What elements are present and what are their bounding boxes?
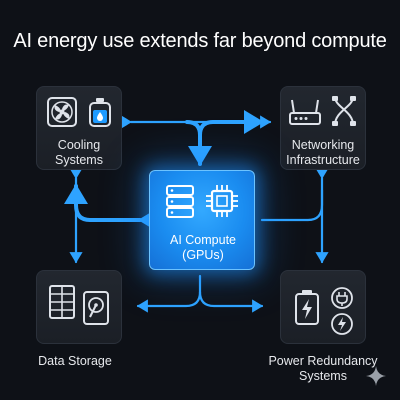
arrow-center-up-left	[185, 120, 202, 137]
networking-label-line1: Networking	[291, 138, 355, 152]
lightning-bolt-icon	[331, 313, 353, 335]
cooling-label-line2: Systems	[55, 153, 103, 167]
arrow-center-power	[198, 290, 264, 313]
cooling-label-line1: Cooling	[57, 138, 101, 152]
networking-infrastructure-label: Networking Infrastructure	[258, 138, 388, 168]
diagram-title: AI energy use extends far beyond compute	[13, 30, 387, 52]
data-storage-card	[36, 270, 122, 344]
arrow-center-bottom	[136, 274, 202, 313]
arrow-center-networking	[260, 188, 324, 222]
power-label-line1: Power Redundancy	[268, 354, 378, 368]
networking-infrastructure-card	[280, 86, 366, 170]
arrow-center-cooling	[64, 184, 158, 232]
network-cables-icon	[332, 96, 356, 126]
ai-compute-card: AI Compute (GPUs)	[149, 170, 255, 270]
power-redundancy-label: Power Redundancy Systems	[258, 354, 388, 384]
power-redundancy-card	[280, 270, 366, 344]
hard-drive-icon	[83, 291, 109, 325]
gpu-chip-icon	[206, 185, 238, 217]
battery-icon	[295, 290, 319, 325]
cooling-systems-label: Cooling Systems	[14, 138, 144, 168]
sparkle-icon	[366, 366, 386, 386]
router-icon	[289, 99, 321, 125]
fan-icon	[47, 97, 77, 127]
ai-compute-label-line2: (GPUs)	[182, 248, 224, 262]
ai-compute-label: AI Compute (GPUs)	[150, 233, 256, 263]
data-storage-label: Data Storage	[10, 354, 140, 369]
storage-cabinet-icon	[49, 285, 75, 319]
plug-icon	[331, 287, 353, 309]
cooling-systems-card	[36, 86, 122, 170]
networking-label-line2: Infrastructure	[286, 153, 360, 167]
arrow-center-up	[198, 110, 264, 165]
power-label-line2: Systems	[299, 369, 347, 383]
ai-compute-label-line1: AI Compute	[169, 233, 236, 247]
coolant-bottle-icon	[89, 98, 111, 127]
server-rack-icon	[166, 185, 194, 218]
storage-label-line1: Data Storage	[38, 354, 112, 368]
